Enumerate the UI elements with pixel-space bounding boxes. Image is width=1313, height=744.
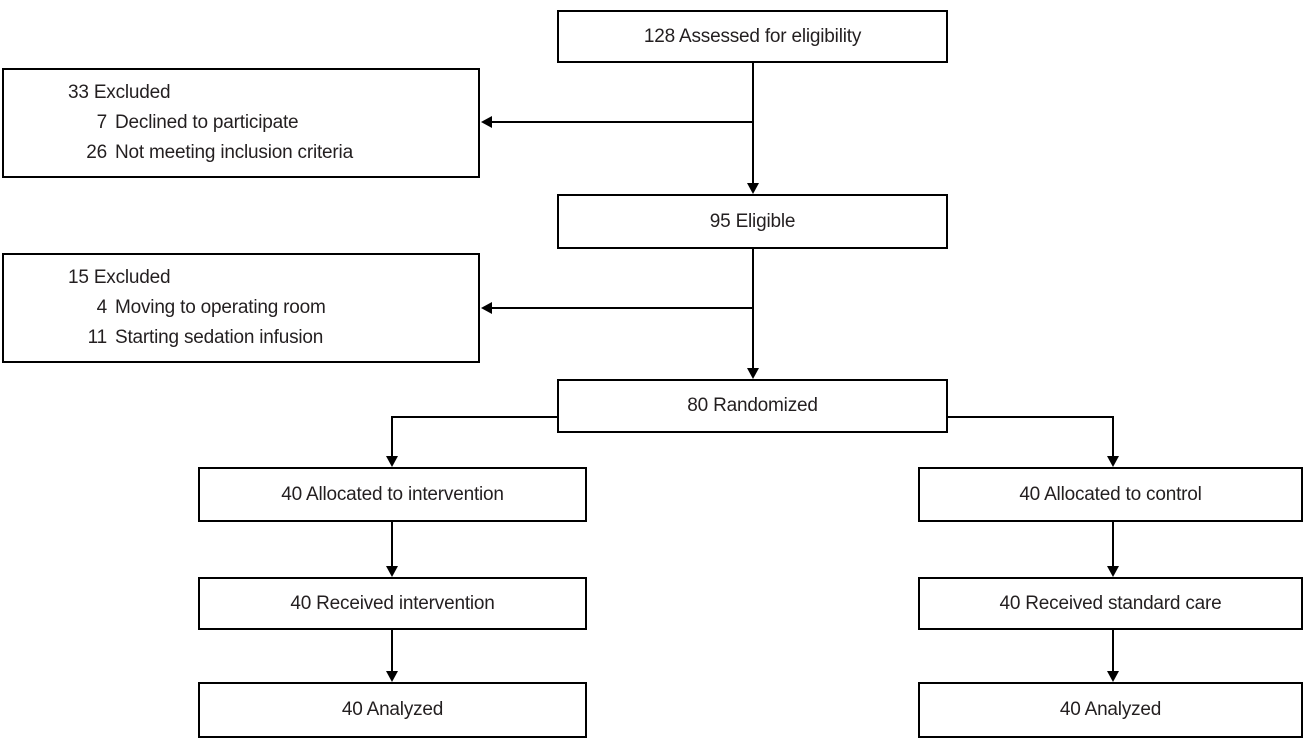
box-allocated-intervention: 40 Allocated to intervention — [198, 467, 587, 522]
connector-down-alloc-intervention — [391, 416, 393, 456]
excluded-1-item-1-text: Not meeting inclusion criteria — [115, 142, 353, 163]
excluded-2-item-0: 4 Moving to operating room — [68, 293, 326, 323]
box-received-standard-care: 40 Received standard care — [918, 577, 1303, 630]
connector-assessed-eligible — [752, 63, 754, 185]
arrowhead-into-analyzed-control — [1107, 671, 1119, 682]
arrowhead-into-excluded1 — [481, 116, 492, 128]
box-analyzed-intervention-label: 40 Analyzed — [341, 699, 444, 720]
box-assessed-for-eligibility: 128 Assessed for eligibility — [557, 10, 948, 63]
connector-to-excluded2 — [490, 307, 754, 309]
arrowhead-into-recv-control — [1107, 566, 1119, 577]
connector-recv-analyzed-control — [1112, 630, 1114, 672]
box-received-standard-care-label: 40 Received standard care — [999, 592, 1222, 614]
box-allocated-intervention-label: 40 Allocated to intervention — [281, 483, 504, 505]
box-eligible-label: 95 Eligible — [709, 210, 796, 232]
connector-down-alloc-control — [1112, 416, 1114, 456]
arrowhead-into-alloc-intervention — [386, 456, 398, 467]
box-analyzed-control: 40 Analyzed — [918, 682, 1303, 738]
connector-randomized-right — [946, 416, 1114, 418]
box-analyzed-control-label: 40 Analyzed — [1059, 699, 1162, 720]
connector-randomized-left — [391, 416, 559, 418]
box-assessed-label: 128 Assessed for eligibility — [643, 25, 862, 47]
box-received-intervention-label: 40 Received intervention — [290, 592, 495, 614]
excluded-2-title: 15 Excluded — [68, 267, 171, 288]
arrowhead-into-randomized — [747, 368, 759, 379]
excluded-2-item-1-count: 11 — [87, 327, 108, 348]
excluded-2-item-1-text: Starting sedation infusion — [115, 327, 324, 348]
excluded-1-item-0-text: Declined to participate — [115, 112, 299, 133]
box-allocated-control-label: 40 Allocated to control — [1019, 483, 1202, 505]
box-received-intervention: 40 Received intervention — [198, 577, 587, 630]
connector-alloc-recv-intervention — [391, 522, 393, 567]
connector-recv-analyzed-intervention — [391, 630, 393, 672]
excluded-1-item-1-count: 26 — [86, 142, 107, 163]
excluded-1-item-0-count: 7 — [96, 112, 108, 133]
arrowhead-into-alloc-control — [1107, 456, 1119, 467]
excluded-1-item-0: 7 Declined to participate — [68, 108, 299, 138]
arrowhead-into-eligible — [747, 183, 759, 194]
excluded-1-item-1: 26 Not meeting inclusion criteria — [68, 138, 353, 168]
box-allocated-control: 40 Allocated to control — [918, 467, 1303, 522]
arrowhead-into-recv-intervention — [386, 566, 398, 577]
connector-to-excluded1 — [490, 121, 754, 123]
excluded-1-title: 33 Excluded — [68, 82, 171, 103]
box-randomized: 80 Randomized — [557, 379, 948, 433]
box-analyzed-intervention: 40 Analyzed — [198, 682, 587, 738]
connector-alloc-recv-control — [1112, 522, 1114, 567]
excluded-2-item-1: 11 Starting sedation infusion — [68, 323, 324, 353]
excluded-2-item-0-count: 4 — [96, 297, 108, 318]
box-excluded-2: 15 Excluded 4 Moving to operating room 1… — [2, 253, 480, 363]
box-eligible: 95 Eligible — [557, 194, 948, 249]
arrowhead-into-analyzed-intervention — [386, 671, 398, 682]
excluded-2-item-0-text: Moving to operating room — [115, 297, 326, 318]
arrowhead-into-excluded2 — [481, 302, 492, 314]
box-randomized-label: 80 Randomized — [687, 395, 818, 416]
box-excluded-1: 33 Excluded 7 Declined to participate 26… — [2, 68, 480, 178]
